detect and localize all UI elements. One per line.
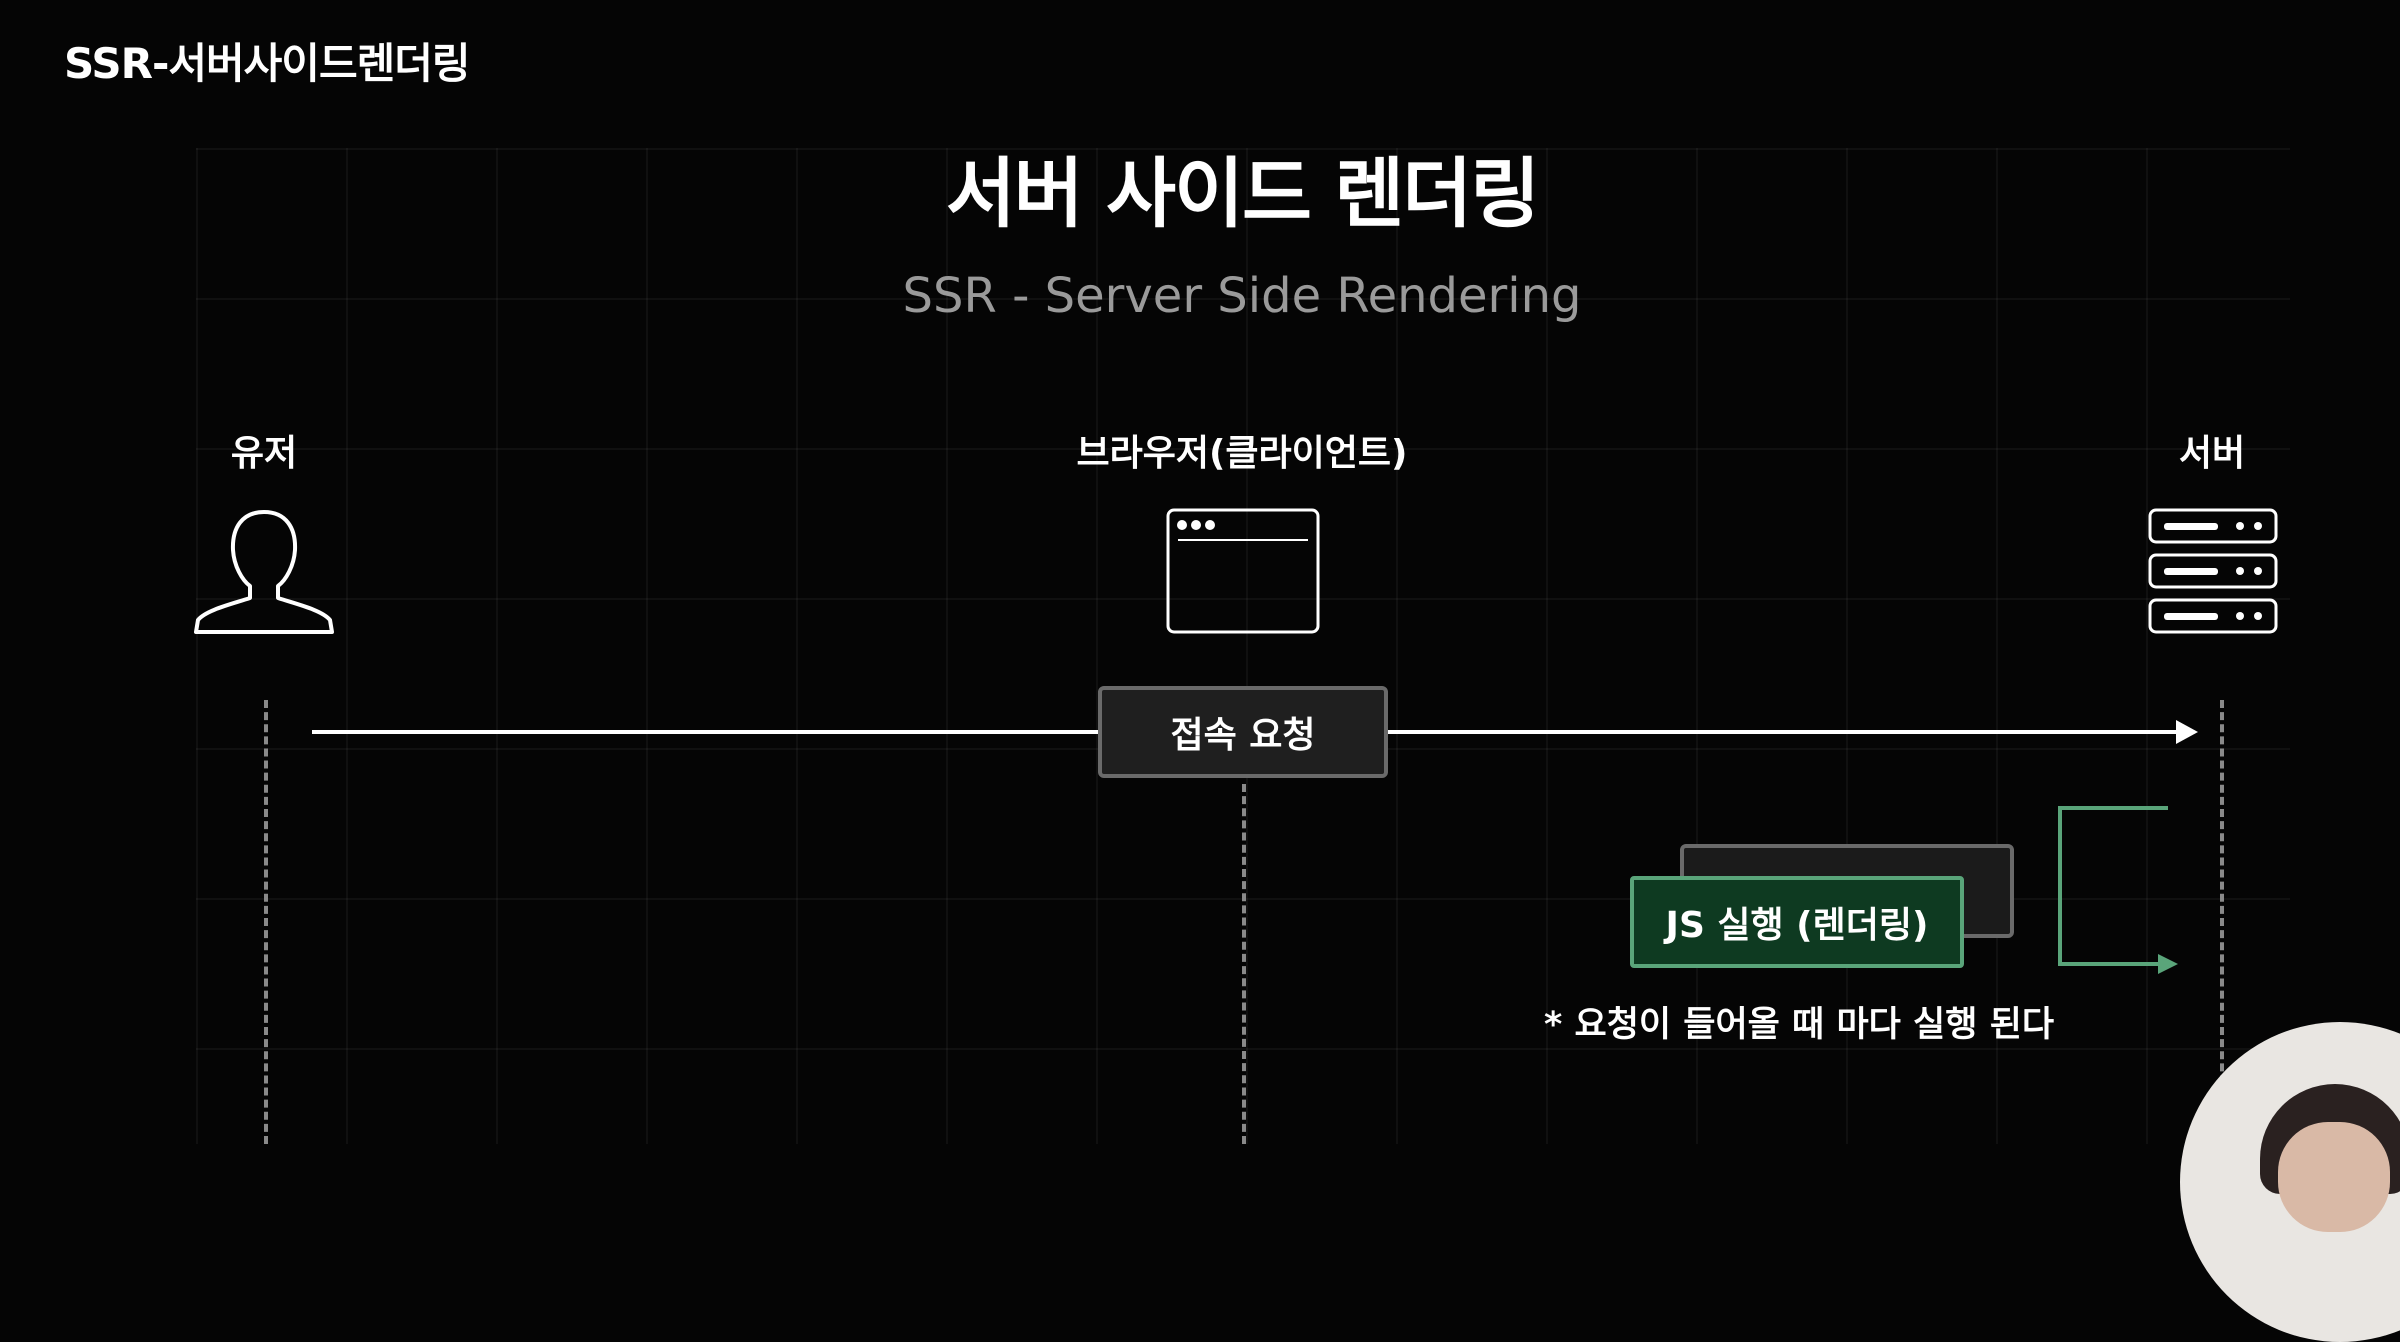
self-call-arrow bbox=[2058, 806, 2178, 974]
js-render-label: JS 실행 (렌더링) bbox=[1665, 905, 1929, 946]
request-arrow-head bbox=[2176, 720, 2198, 744]
request-message-label: 접속 요청 bbox=[1170, 715, 1316, 756]
video-title: SSR-서버사이드렌더링 bbox=[64, 39, 471, 88]
user-lifeline bbox=[264, 700, 268, 1144]
browser-lifeline bbox=[1242, 784, 1246, 1144]
user-label: 유저 bbox=[230, 433, 298, 474]
browser-label: 브라우저(클라이언트) bbox=[1076, 433, 1408, 474]
execution-note: * 요청이 들어올 때 마다 실행 된다 bbox=[1544, 1005, 2055, 1045]
presenter-face bbox=[2278, 1122, 2390, 1232]
js-render-box: JS 실행 (렌더링) bbox=[1630, 876, 1964, 968]
server-label: 서버 bbox=[2178, 433, 2246, 474]
server-lifeline bbox=[2220, 700, 2224, 1144]
slide-title: 서버 사이드 렌더링 bbox=[945, 149, 1540, 238]
user-icon bbox=[194, 510, 334, 634]
slide-subtitle: SSR - Server Side Rendering bbox=[902, 268, 1582, 324]
request-message-box: 접속 요청 bbox=[1098, 686, 1388, 778]
browser-window-icon bbox=[1166, 508, 1320, 634]
server-stack-icon bbox=[2148, 508, 2278, 634]
